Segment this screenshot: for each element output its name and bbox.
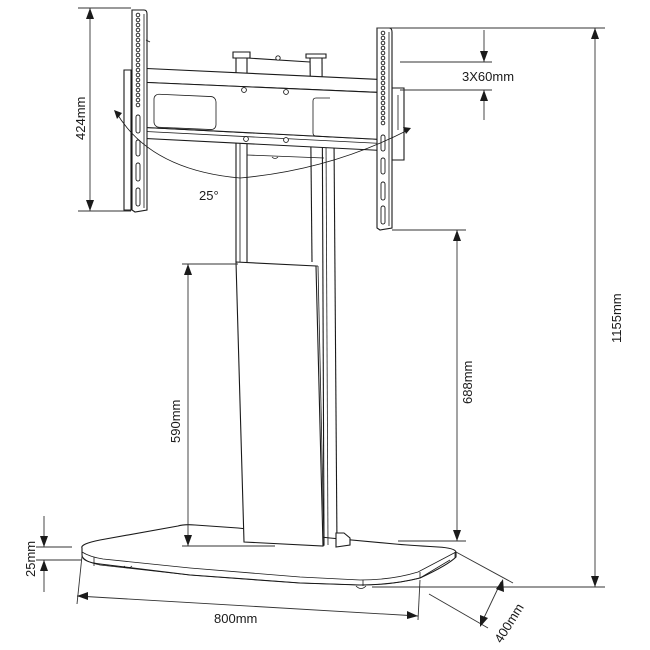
bracket-arm <box>135 67 393 152</box>
label-total-height: 1155mm <box>609 293 624 343</box>
base-plate <box>81 524 457 589</box>
dim-base-thickness <box>36 516 82 592</box>
dim-total-height <box>372 28 605 588</box>
tilt-arc <box>114 110 411 179</box>
label-column-height: 688mm <box>460 360 475 404</box>
dim-base-width <box>76 555 421 621</box>
dim-height-step <box>377 27 605 120</box>
dim-column-height <box>392 229 466 542</box>
left-vesa-rail <box>123 9 151 213</box>
dim-bracket-height <box>78 7 131 212</box>
label-cover-height: 590mm <box>168 399 183 443</box>
label-bracket-height: 424mm <box>73 96 88 140</box>
rail-holes <box>380 30 386 225</box>
dim-cover-height <box>182 263 275 547</box>
dim-base-depth <box>428 551 514 629</box>
cover-panel <box>235 261 325 547</box>
label-base-thickness: 25mm <box>23 540 38 577</box>
rail-holes <box>135 12 141 207</box>
label-base-width: 800mm <box>214 611 258 626</box>
label-height-step: 3X60mm <box>462 69 515 84</box>
label-tilt-angle: 25° <box>199 188 219 203</box>
right-vesa-rail <box>376 27 405 231</box>
